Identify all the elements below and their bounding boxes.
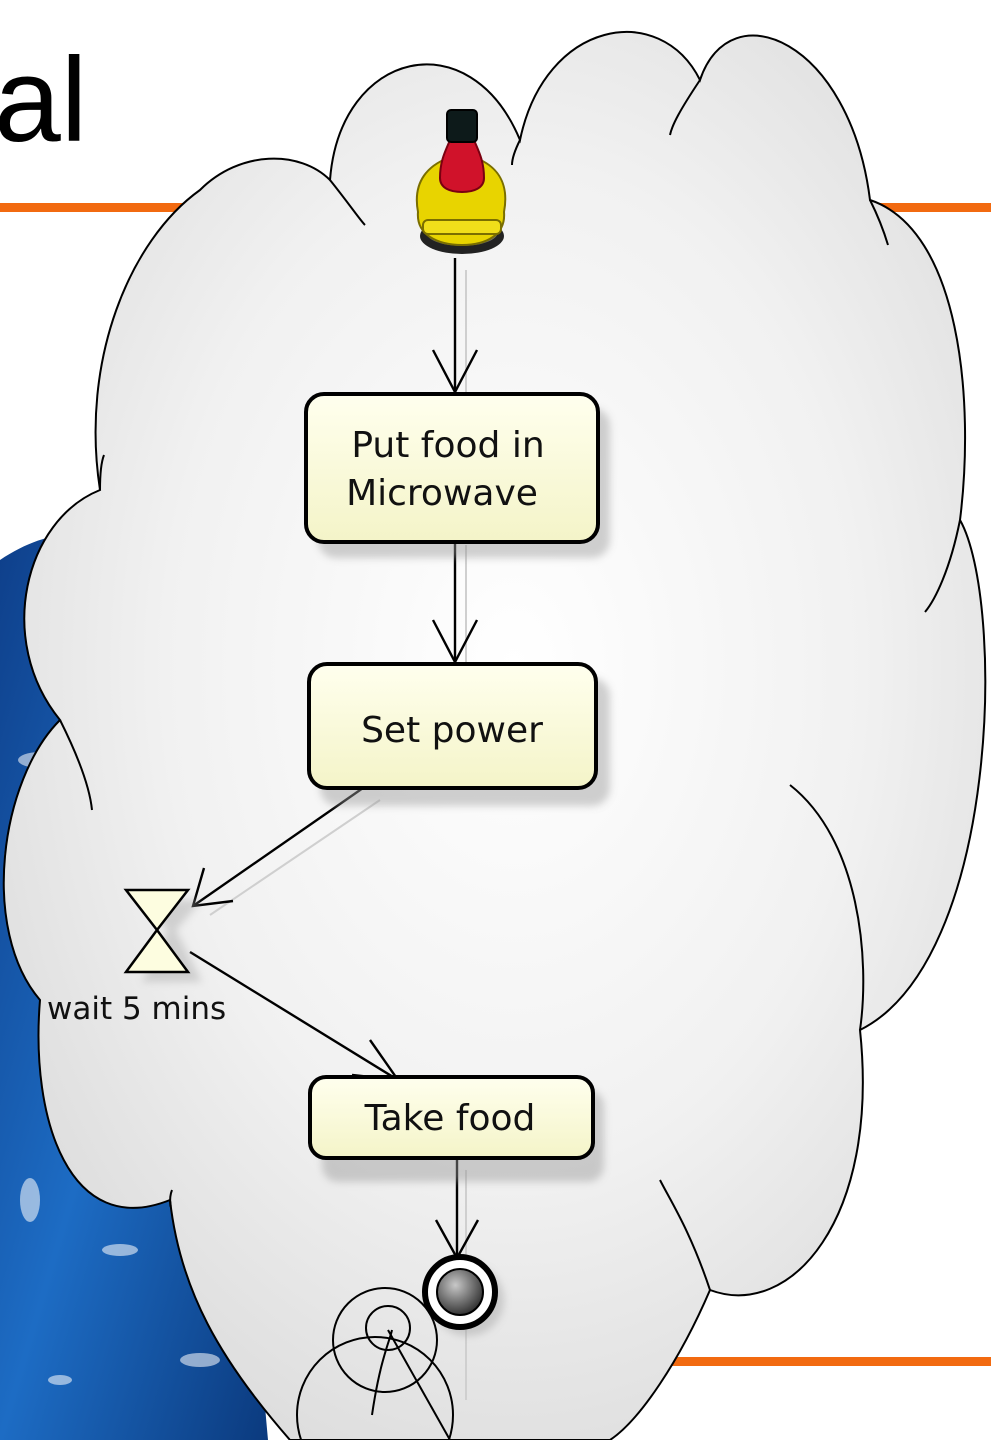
action-node-take-food[interactable]: Take food [308, 1075, 604, 1182]
set-power-label: Set power [361, 710, 543, 751]
final-node-icon [422, 1254, 504, 1336]
accent-rule-bottom [600, 1357, 991, 1366]
put-food-label-line2: Microwave [346, 473, 538, 514]
edge-shadows [209, 270, 467, 1400]
action-node-put-food[interactable]: Put food in Microwave [304, 392, 610, 558]
action-node-set-power[interactable]: Set power [307, 662, 610, 806]
take-food-label: Take food [364, 1098, 536, 1139]
wait-label: wait 5 mins [47, 991, 226, 1027]
bottle-icon [415, 109, 507, 254]
hourglass-icon [123, 888, 202, 982]
put-food-label-line1: Put food in [351, 425, 544, 466]
slide-title: al [0, 33, 88, 167]
